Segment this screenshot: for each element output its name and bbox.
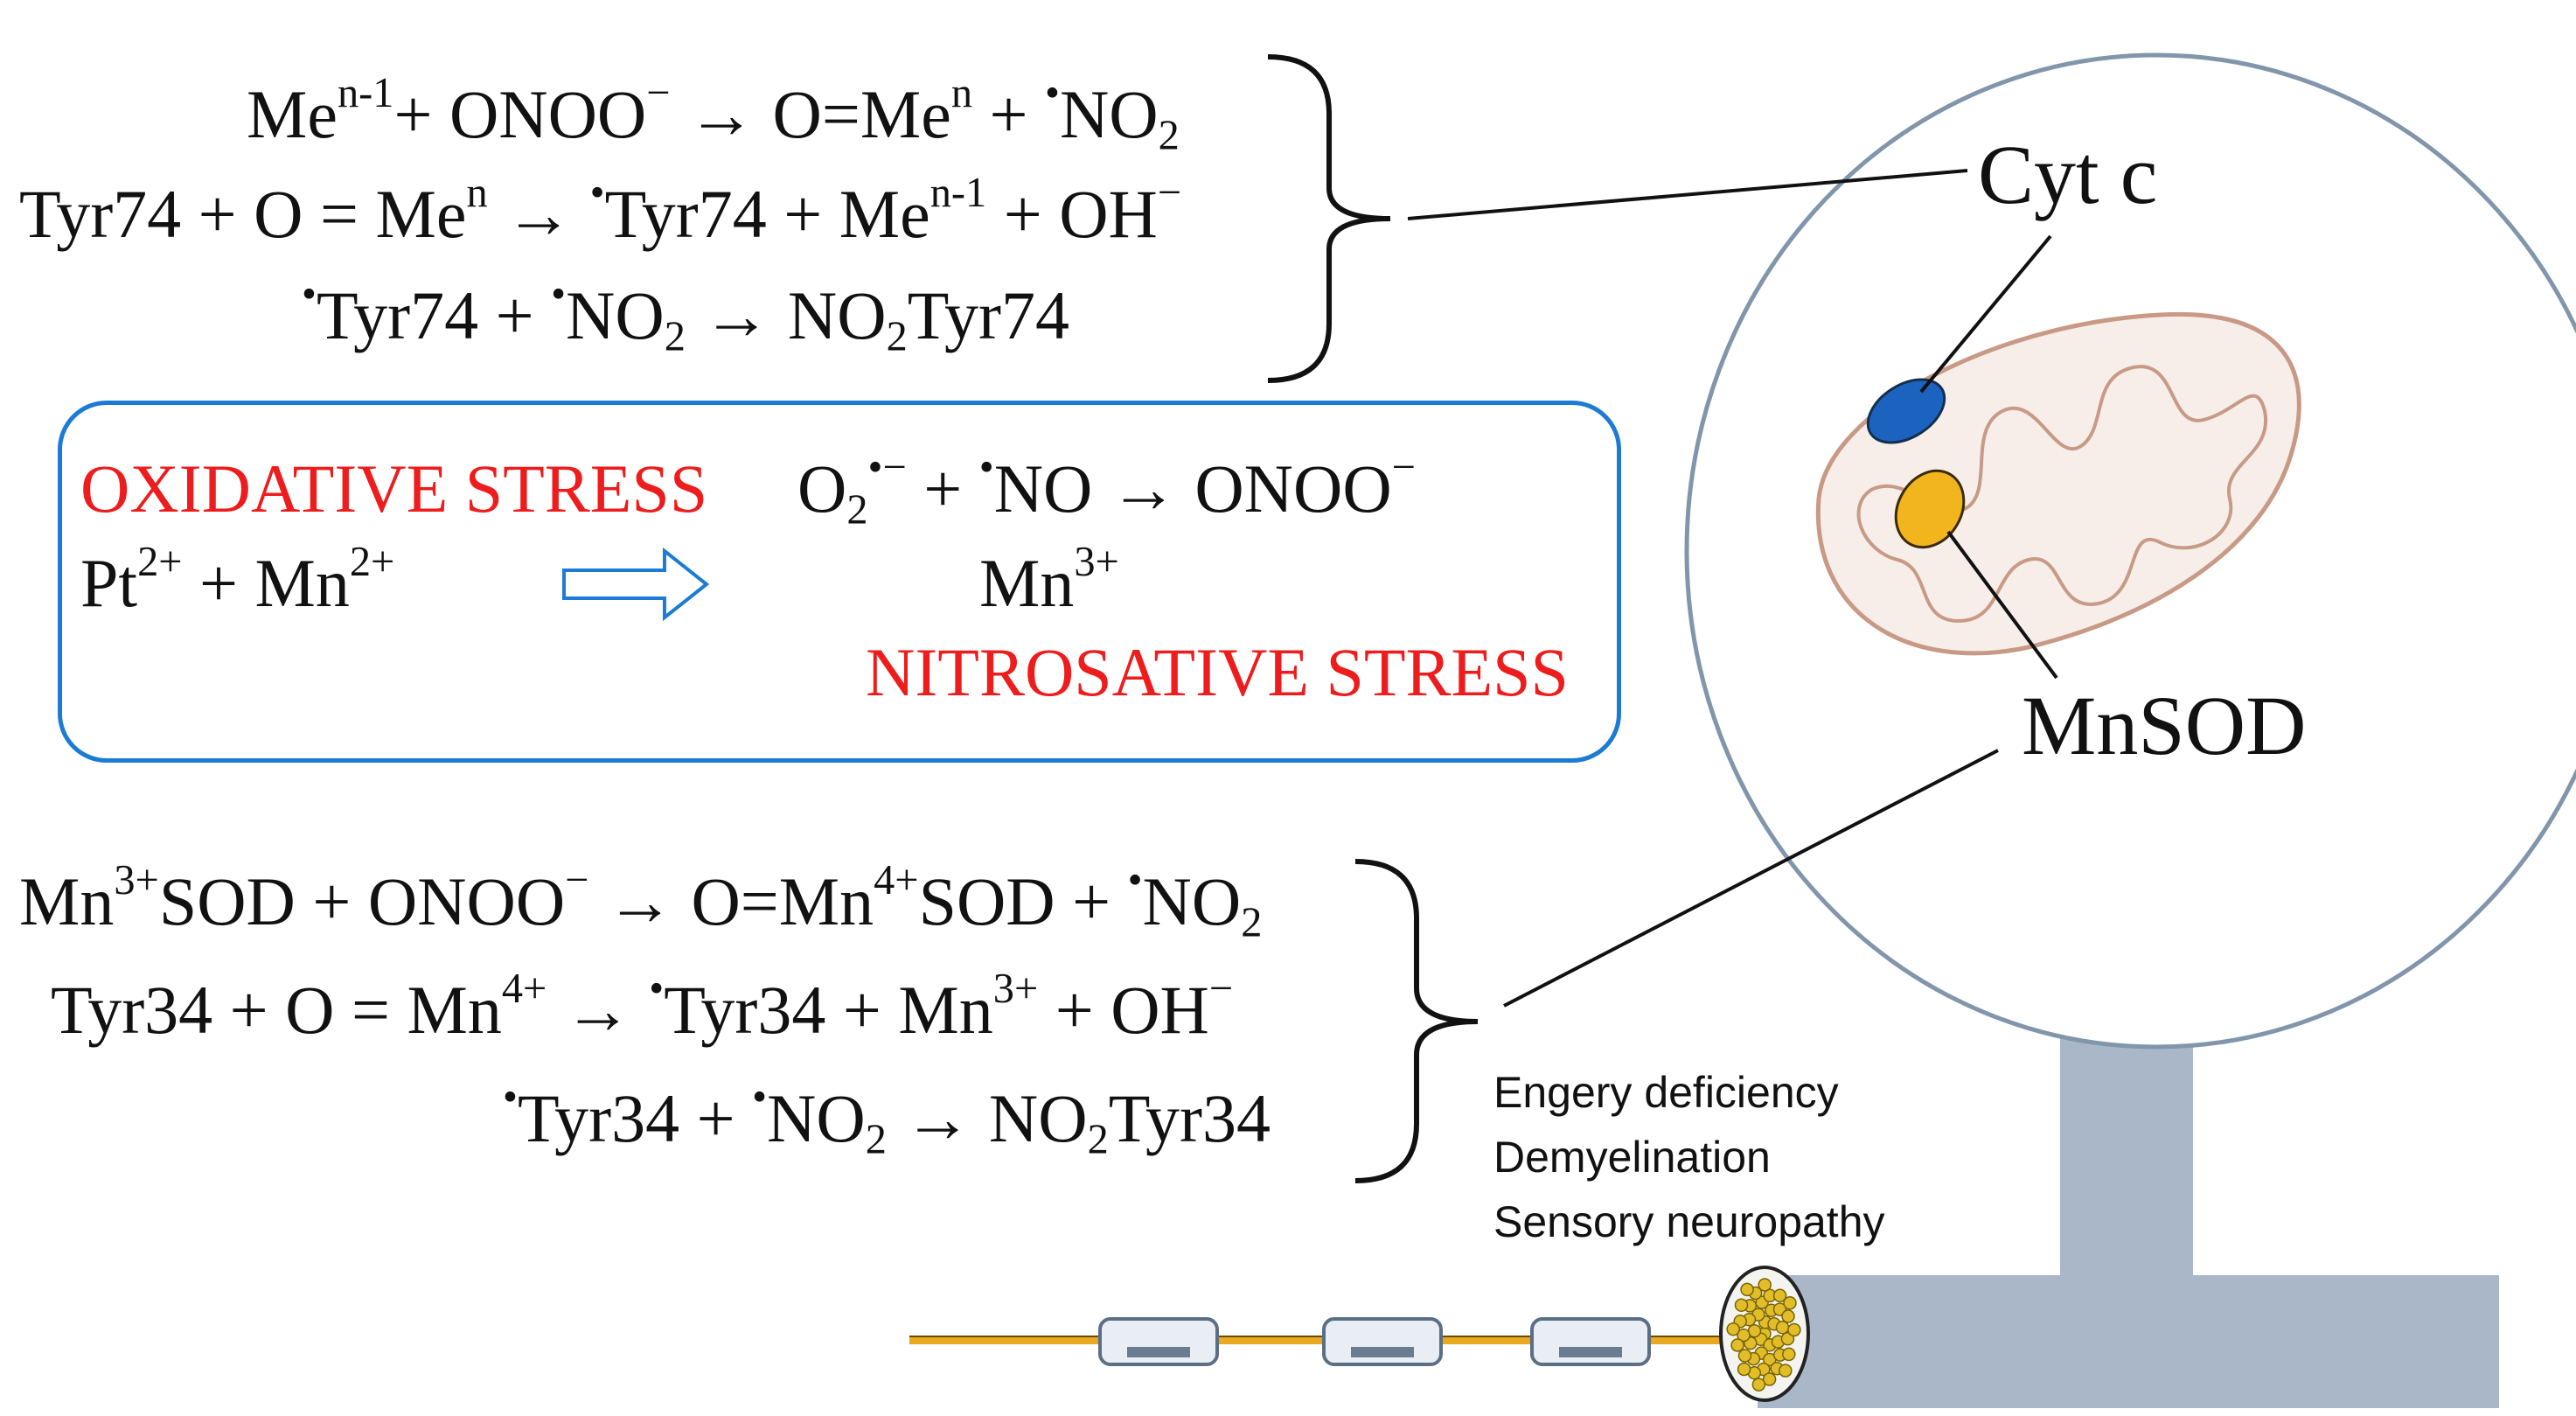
mn3-label: Mn3+ xyxy=(979,539,1119,621)
mnsod-connector xyxy=(1946,530,2058,680)
myelin-sheaths xyxy=(1098,1317,1651,1366)
axon-dot xyxy=(1751,1378,1766,1392)
top-equation-2: Tyr74 + O = Men → •Tyr74 + Men-1 + OH− xyxy=(19,170,1182,252)
axon-dot xyxy=(1737,1349,1752,1363)
axon-trunk xyxy=(1758,1275,2499,1408)
bottom-equation-1: Mn3+SOD + ONOO− → O=Mn4+SOD + •NO2 xyxy=(19,857,1263,946)
effect-sensory-neuropathy: Sensory neuropathy xyxy=(1493,1197,1885,1246)
axon-cross-section-dots xyxy=(1726,1278,1801,1392)
top-bracket-to-cyt-c-line xyxy=(1407,169,1968,220)
axon-dot xyxy=(1781,1309,1795,1323)
mnsod-label: MnSOD xyxy=(2022,679,2307,772)
axon-dot xyxy=(1787,1322,1801,1337)
axon-dot xyxy=(1772,1288,1787,1303)
cyt-c-label: Cyt c xyxy=(1978,128,2158,221)
nitrosative-stress-label: NITROSATIVE STRESS xyxy=(866,634,1569,710)
axon-stem xyxy=(2060,1028,2193,1281)
axon-dot xyxy=(1779,1364,1793,1378)
bottom-equation-2: Tyr34 + O = Mn4+ → •Tyr34 + Mn3+ + OH− xyxy=(51,966,1234,1048)
axon-dot xyxy=(1783,1296,1797,1310)
axon-dot xyxy=(1726,1322,1740,1336)
axon-dot xyxy=(1780,1331,1795,1346)
metals-equation: Pt2+ + Mn2+ xyxy=(80,539,395,621)
bottom-equation-3: •Tyr34 + •NO2 → NO2Tyr34 xyxy=(503,1074,1271,1163)
axon-dot xyxy=(1734,1298,1749,1312)
mnsod-protein xyxy=(1894,469,1966,549)
top-equation-1: Men-1+ ONOO− → O=Men + •NO2 xyxy=(247,70,1180,159)
axon-dot xyxy=(1775,1321,1790,1335)
axon-dot xyxy=(1758,1278,1772,1292)
peroxynitrite-equation: O2•− + •NO → ONOO− xyxy=(797,444,1416,534)
cyt-c-protein xyxy=(1866,378,1946,444)
axon-dot xyxy=(1740,1282,1754,1297)
myelin-sheath xyxy=(1530,1317,1651,1366)
axon-dot xyxy=(1730,1338,1744,1352)
oxidative-stress-label: OXIDATIVE STRESS xyxy=(80,450,708,527)
cyt-c-connector xyxy=(1919,234,2052,394)
axon-dot xyxy=(1737,1328,1751,1343)
myelin-node xyxy=(1559,1347,1622,1357)
effect-energy-deficiency: Engery deficiency xyxy=(1493,1068,1839,1117)
axon-dot xyxy=(1737,1362,1751,1377)
myelin-node xyxy=(1127,1347,1190,1357)
effect-demyelination: Demyelination xyxy=(1493,1133,1771,1182)
myelin-sheath xyxy=(1322,1317,1443,1366)
block-arrow xyxy=(562,547,710,622)
stress-box xyxy=(58,401,1621,763)
axon-dot xyxy=(1762,1372,1777,1386)
top-equation-3: •Tyr74 + •NO2 → NO2Tyr74 xyxy=(302,271,1069,360)
bottom-bracket-to-mnsod-line xyxy=(1503,749,1999,1008)
myelin-node xyxy=(1351,1347,1414,1357)
top-curly-bracket xyxy=(1267,54,1391,383)
bottom-curly-bracket xyxy=(1354,859,1479,1183)
axon-dot xyxy=(1782,1347,1796,1362)
myelin-sheath xyxy=(1098,1317,1219,1366)
